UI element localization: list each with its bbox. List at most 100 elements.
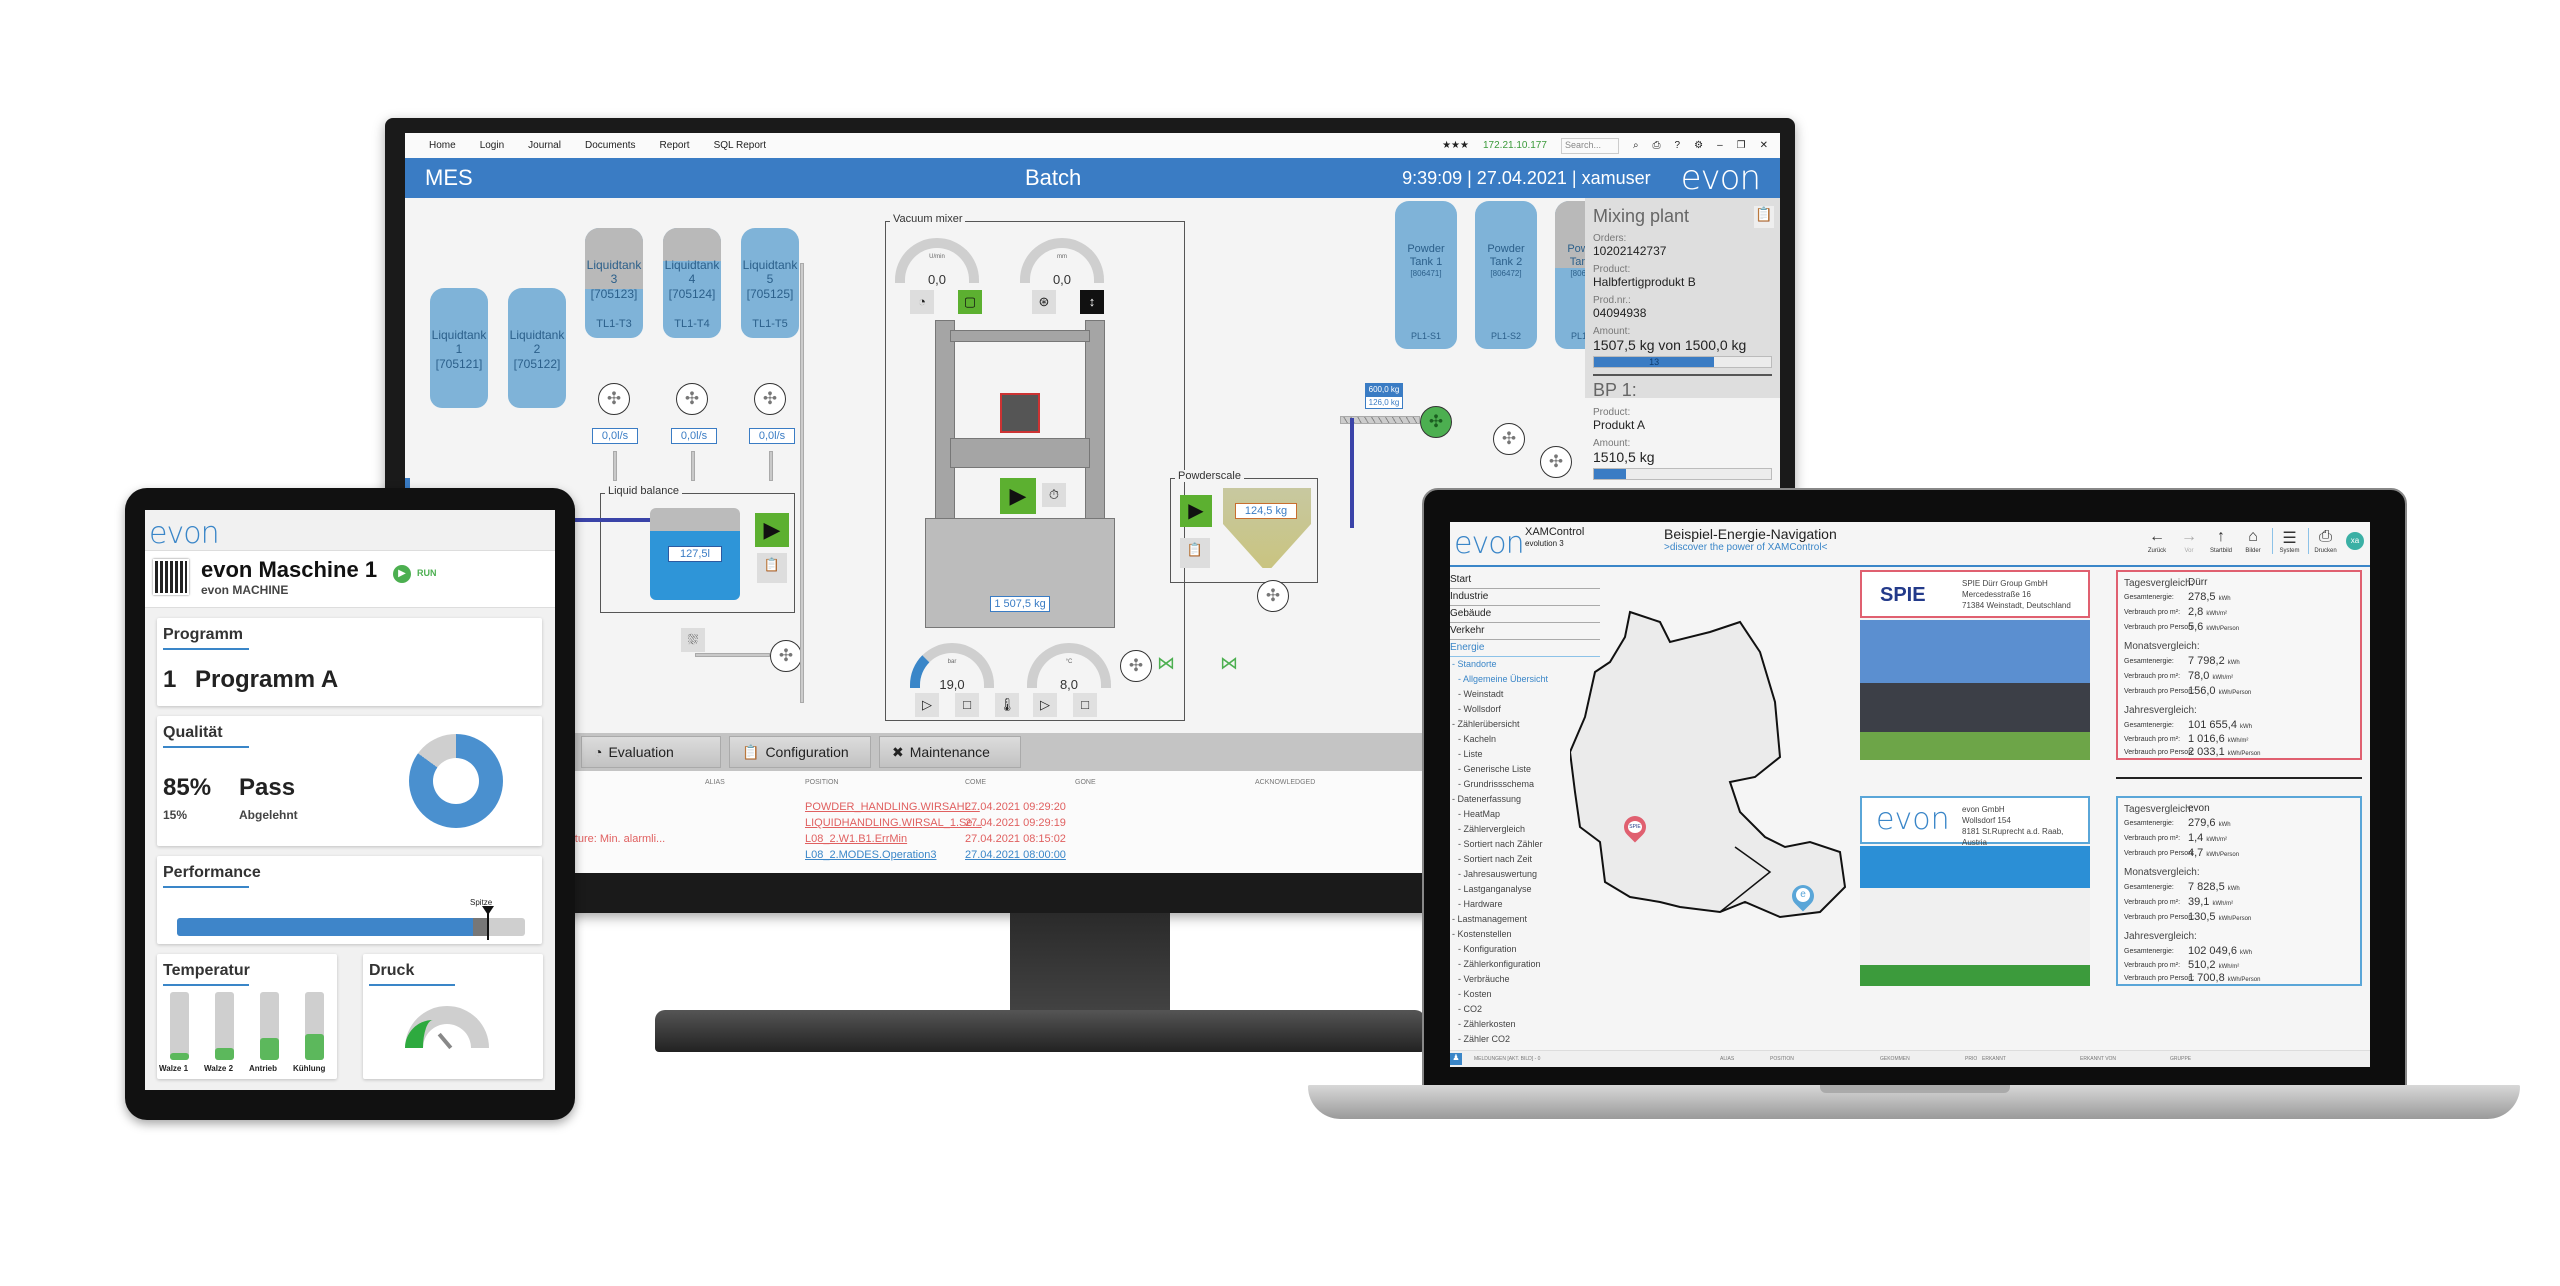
nav-item[interactable]: - Lastmanagement [1452,914,1528,924]
order-number: 10202142737 [1593,244,1667,258]
valve-icon[interactable]: ⋈ [1220,653,1238,673]
nav-item[interactable]: - Lastganganalyse [1458,884,1532,894]
liquid-tank-1[interactable]: Liquidtank 1[705121] [430,288,488,408]
nav-item[interactable]: - Sortiert nach Zeit [1458,854,1533,864]
menu-report[interactable]: Report [659,140,690,151]
nav-item-energie[interactable]: Energie [1450,640,1600,657]
startbild-button[interactable]: ↑Startbild [2204,528,2238,554]
tab-maintenance[interactable]: ✖Maintenance [879,736,1021,768]
stop-button[interactable]: □ [955,693,979,717]
nav-item-industrie[interactable]: Industrie [1450,589,1600,606]
powderscale-play-button[interactable]: ▶ [1180,495,1212,527]
liquid-balance-tank[interactable]: 127,5l [650,508,740,600]
steering-wheel-icon[interactable]: ⊛ [1032,290,1056,314]
settings-icon[interactable]: ⚙ [1694,140,1704,151]
messages-icon[interactable]: ♟ [1450,1053,1462,1065]
mixer-weight: 1 507,5 kg [990,596,1050,612]
printer-icon[interactable]: ⎙ [1652,140,1661,151]
powder-tank-1[interactable]: Powder Tank 1[806471]PL1-S1 [1395,201,1457,349]
nav-item[interactable]: - HeatMap [1458,809,1501,819]
play-button[interactable]: ▶ [755,513,789,547]
mixer-play-button[interactable]: ▶ [1000,478,1036,514]
thermometer-icon[interactable]: 🌡 [995,693,1019,717]
nav-item[interactable]: - Verbräuche [1458,974,1510,984]
nav-item[interactable]: - Zählerkonfiguration [1458,959,1541,969]
powder-fan-icon[interactable]: ✣ [1493,423,1525,455]
nav-item[interactable]: - Kostenstellen [1452,929,1512,939]
recipe-clipboard-icon[interactable]: 📋 [757,553,787,583]
gauge-icon[interactable]: ◔ [910,290,934,314]
nav-item[interactable]: - Allgemeine Übersicht [1458,674,1549,684]
menu-login[interactable]: Login [479,140,505,151]
minimize-icon[interactable]: – [1717,140,1723,151]
nav-item[interactable]: - Generische Liste [1458,764,1532,774]
qr-code-icon[interactable] [153,559,189,595]
lift-icon[interactable]: ↕ [1080,290,1104,314]
powder-tank-2[interactable]: Powder Tank 2[806472]PL1-S2 [1475,201,1537,349]
start-button[interactable]: ▷ [915,693,939,717]
powder-actual: 126,0 kg [1365,396,1403,409]
menu-home[interactable]: Home [429,140,456,151]
nav-item[interactable]: - Wollsdorf [1458,704,1501,714]
stop-button[interactable]: ▢ [958,290,982,314]
liquid-tank-4[interactable]: Liquidtank 4[705124]TL1-T4 [663,228,721,338]
system-button[interactable]: ☰System [2272,528,2306,554]
nav-item[interactable]: - Sortiert nach Zähler [1458,839,1543,849]
nav-item[interactable]: - Konfiguration [1458,944,1517,954]
search-input[interactable]: Search... [1560,137,1619,154]
nav-item[interactable]: - Zähler CO2 [1458,1034,1511,1044]
nav-item[interactable]: - Grundrissschema [1458,779,1535,789]
nav-item-verkehr[interactable]: Verkehr [1450,623,1600,640]
nav-item[interactable]: - Zählerübersicht [1452,719,1520,729]
laptop-notch [1820,1085,2010,1093]
nav-item[interactable]: - Datenerfassung [1452,794,1522,804]
drain-icon[interactable]: ⛆ [681,628,705,652]
recipe-clipboard-icon[interactable]: 📋 [1180,538,1210,568]
close-icon[interactable]: ✕ [1759,140,1768,151]
nav-item-gebaeude[interactable]: Gebäude [1450,606,1600,623]
restore-icon[interactable]: ❐ [1736,140,1746,151]
nav-item[interactable]: - Standorte [1452,659,1497,669]
powder-fan-icon[interactable]: ✣ [1540,446,1572,478]
liquid-tank-3[interactable]: Liquidtank 3[705123]TL1-T3 [585,228,643,338]
machine-name: evon Maschine 1 [201,557,378,582]
nav-item[interactable]: - Kosten [1458,989,1492,999]
nav-item[interactable]: - CO2 [1458,1004,1483,1014]
nav-item[interactable]: - Zählerkosten [1458,1019,1516,1029]
menu-journal[interactable]: Journal [528,140,561,151]
nav-item[interactable]: - Jahresauswertung [1458,869,1538,879]
help-icon[interactable]: ? [1674,140,1681,151]
start-button[interactable]: ▷ [1033,693,1057,717]
back-button[interactable]: ←Zurück [2140,528,2174,554]
valve-icon[interactable]: ⋈ [1157,653,1175,673]
tab-evaluation[interactable]: ◔Evaluation [581,736,721,768]
nav-item[interactable]: - Liste [1458,749,1483,759]
pump-icon[interactable]: ✣ [1257,580,1289,612]
pump-icon[interactable]: ✣ [598,383,630,415]
order-clipboard-icon[interactable]: 📋 [1754,206,1774,228]
powder-fan-active-icon[interactable]: ✣ [1420,406,1452,438]
forward-button[interactable]: →Vor [2172,528,2206,554]
nav-item[interactable]: - Hardware [1458,899,1503,909]
search-icon[interactable]: ⌕ [1632,140,1639,151]
timer-icon[interactable]: ⏱ [1042,483,1066,507]
pump-icon[interactable]: ✣ [754,383,786,415]
user-avatar[interactable]: xa [2346,532,2364,550]
tab-configuration[interactable]: 📋Configuration [729,736,871,768]
pump-icon[interactable]: ✣ [770,640,802,672]
liquid-tank-2[interactable]: Liquidtank 2[705122] [508,288,566,408]
stop-button[interactable]: □ [1073,693,1097,717]
pump-icon[interactable]: ✣ [1120,650,1152,682]
nav-item-start[interactable]: Start [1450,572,1600,589]
bilder-button[interactable]: ⌂Bilder [2236,528,2270,554]
print-button[interactable]: ⎙Drucken [2308,528,2342,554]
menu-documents[interactable]: Documents [584,140,636,151]
liquid-tank-5[interactable]: Liquidtank 5[705125]TL1-T5 [741,228,799,338]
menu-sql-report[interactable]: SQL Report [713,140,766,151]
nav-item[interactable]: - Zählervergleich [1458,824,1526,834]
nav-item[interactable]: - Kacheln [1458,734,1497,744]
pump-icon[interactable]: ✣ [676,383,708,415]
nav-item[interactable]: - Weinstadt [1458,689,1504,699]
